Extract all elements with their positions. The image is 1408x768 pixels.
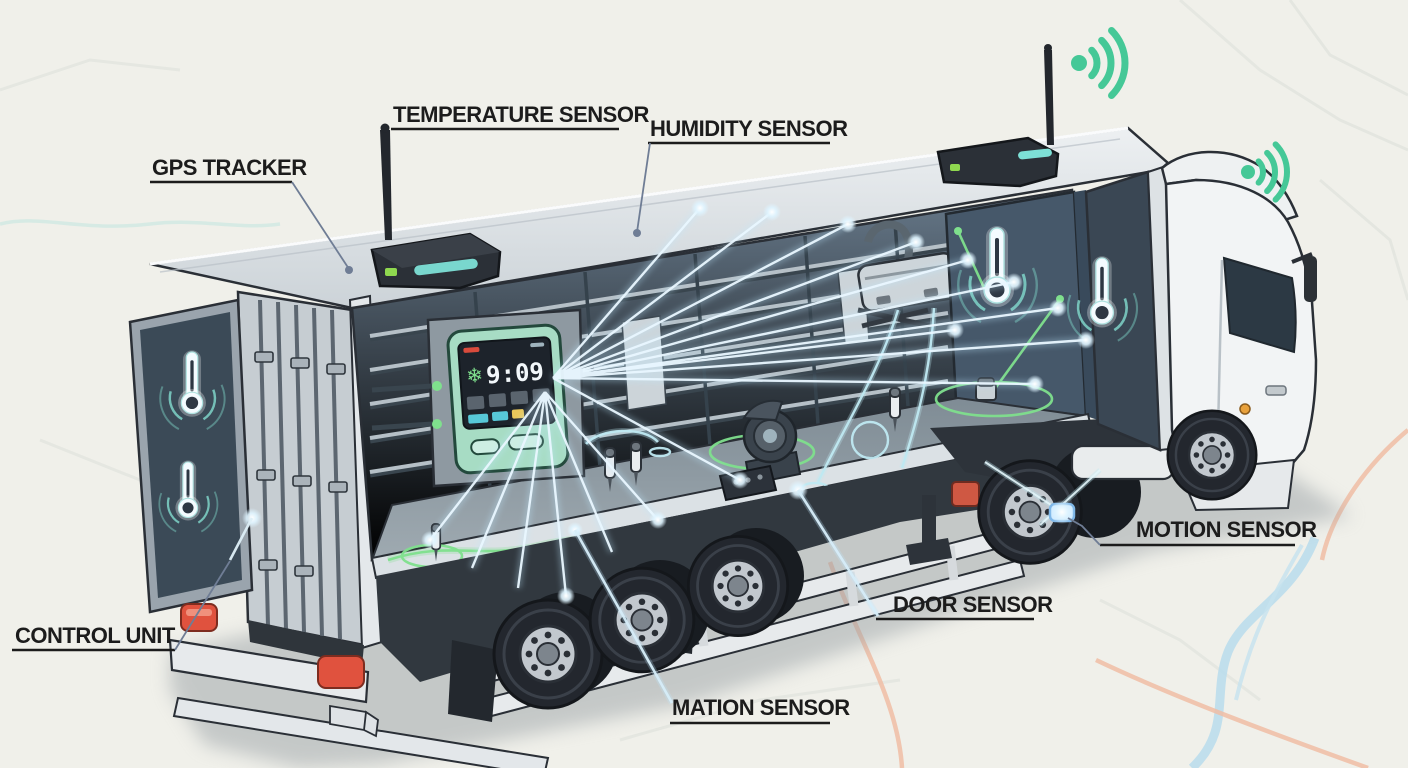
wire-led-1 xyxy=(432,381,442,391)
gps-tracker-label: GPS TRACKER xyxy=(152,155,307,180)
label-mation-sensor: MATION SENSOR xyxy=(670,695,851,725)
screen-alert-strip xyxy=(463,347,480,353)
temperature-sensor-label: TEMPERATURE SENSOR xyxy=(393,102,649,127)
gps-status-strip xyxy=(414,258,478,276)
wifi-icon-1 xyxy=(1071,26,1129,100)
control-leader xyxy=(174,560,231,651)
antenna-icon-right xyxy=(1044,50,1054,145)
map-streets xyxy=(0,0,1408,742)
wire-led-2 xyxy=(432,419,442,429)
trailer-rear-doors xyxy=(128,290,384,666)
screen-status-strip xyxy=(530,342,545,348)
landing-gear-foot xyxy=(906,538,952,565)
humidity-leader xyxy=(636,142,651,233)
door-inner-panel xyxy=(140,312,242,598)
telemetry-device-right xyxy=(936,44,1060,188)
humidity-leader-dot xyxy=(633,229,641,237)
wall-pipe xyxy=(864,220,913,301)
chassis-and-wheels xyxy=(376,416,1178,722)
humidity-sensor-label: HUMIDITY SENSOR xyxy=(650,116,848,141)
gps-box-top xyxy=(372,234,500,268)
telemetry-led xyxy=(950,164,960,171)
fuel-tank xyxy=(1070,444,1176,481)
cab-door-seam xyxy=(1216,259,1224,433)
beam-endpoint-dots xyxy=(242,199,1095,605)
map-stream xyxy=(1234,543,1304,701)
gps-leader xyxy=(291,181,350,270)
callout-labels: GPS TRACKER TEMPERATURE SENSOR HUMIDITY … xyxy=(12,102,1318,725)
landing-gear-leg xyxy=(922,495,936,547)
front-wall-edge xyxy=(1074,190,1098,420)
underrun-bar xyxy=(172,696,550,768)
mud-flap-1 xyxy=(448,640,498,722)
map-waterline-left xyxy=(0,219,281,228)
wifi-dot xyxy=(1241,165,1255,179)
gps-leader-dot xyxy=(345,266,353,274)
gps-device-left xyxy=(370,123,502,290)
mation-sensor-label: MATION SENSOR xyxy=(672,695,850,720)
map-river xyxy=(1188,536,1320,768)
screen-key-teal-2 xyxy=(491,411,509,422)
screen-time: 9:09 xyxy=(485,357,545,389)
frame-marker-red xyxy=(951,481,980,507)
trace-node-dot xyxy=(954,227,962,235)
trailer-wheel-3 xyxy=(686,534,790,638)
label-temperature-sensor: TEMPERATURE SENSOR xyxy=(391,102,650,131)
door-rod-brackets xyxy=(254,351,348,577)
glow-leaders-halo xyxy=(572,488,881,705)
label-humidity-sensor: HUMIDITY SENSOR xyxy=(633,116,849,237)
door-lock-rods xyxy=(258,299,342,640)
wifi-icon-2 xyxy=(1241,141,1290,203)
label-door-sensor: DOOR SENSOR xyxy=(876,592,1054,621)
motion-sensor-label: MOTION SENSOR xyxy=(1136,517,1317,542)
snowflake-icon: ❄ xyxy=(466,365,484,388)
telemetry-strip xyxy=(1018,148,1052,160)
taillight-right xyxy=(317,655,365,689)
door-motor-device xyxy=(742,399,802,486)
telemetry-box xyxy=(936,136,1060,188)
cab-front-wheel xyxy=(1166,409,1258,501)
screen-key-teal-1 xyxy=(468,413,489,424)
trailer-wheel-1 xyxy=(492,598,604,710)
motion-leader xyxy=(1067,517,1101,546)
label-motion-sensor: MOTION SENSOR xyxy=(1067,517,1318,547)
control-unit-wires xyxy=(371,383,433,431)
screen-key-yellow xyxy=(511,409,525,419)
sensor-beams xyxy=(228,199,1095,705)
rear-underside-shadow xyxy=(248,620,364,666)
door-sensor-label: DOOR SENSOR xyxy=(893,592,1053,617)
rear-step-block xyxy=(329,704,379,738)
glow-leaders xyxy=(228,489,880,704)
cab-marker-light xyxy=(1239,403,1251,415)
control-unit-label: CONTROL UNIT xyxy=(15,623,176,648)
truck-cab xyxy=(1084,150,1318,512)
mirror-arm xyxy=(1291,252,1313,264)
label-gps-tracker: GPS TRACKER xyxy=(150,155,353,274)
side-mirror xyxy=(1304,256,1317,302)
cab-side-window xyxy=(1222,256,1297,354)
gps-led xyxy=(385,268,397,276)
rear-bumper xyxy=(168,638,370,704)
wifi-dot xyxy=(1071,55,1087,71)
taillight-left xyxy=(180,603,218,632)
cab-door-handle xyxy=(1265,385,1287,396)
antenna-icon-left xyxy=(380,130,392,240)
label-control-unit: CONTROL UNIT xyxy=(12,560,231,652)
